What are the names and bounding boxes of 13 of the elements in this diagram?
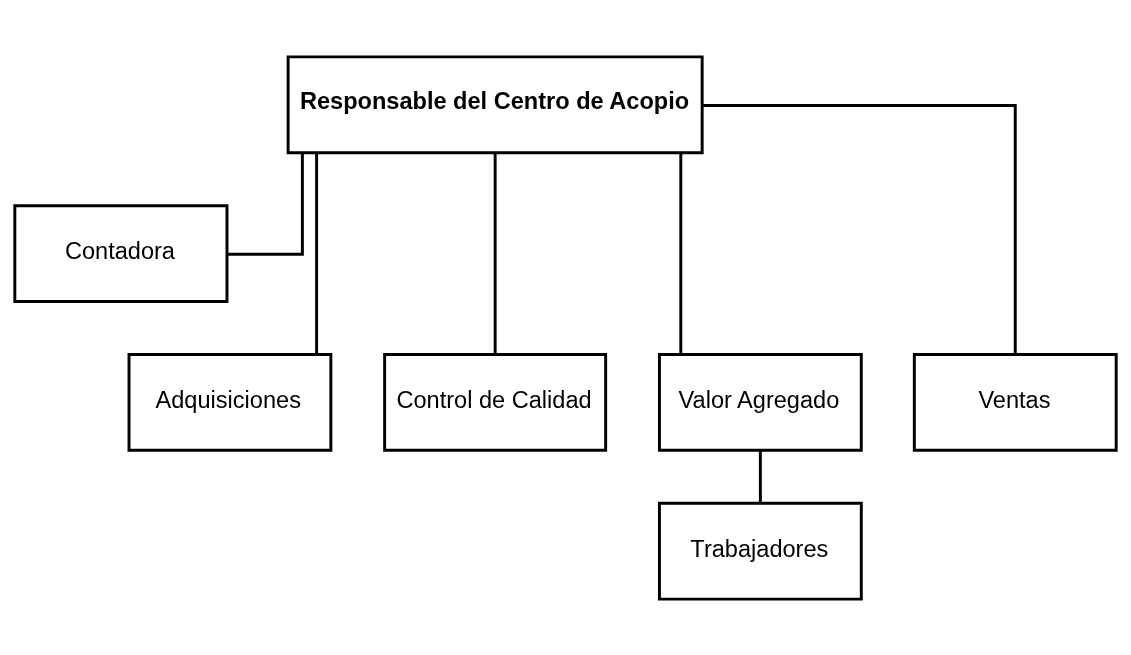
node-box: Control de Calidad xyxy=(383,352,608,452)
connector xyxy=(493,152,497,354)
node-box: Valor Agregado xyxy=(657,352,863,452)
connector xyxy=(315,152,319,354)
connector xyxy=(702,103,1017,354)
node-box: Ventas xyxy=(912,352,1118,452)
connector xyxy=(679,152,683,354)
connector xyxy=(758,449,762,503)
node-box: Adquisiciones xyxy=(127,352,333,452)
node-box: Contadora xyxy=(13,203,229,303)
node-box: Trabajadores xyxy=(657,501,863,601)
connector xyxy=(227,152,304,256)
node-box: Responsable del Centro de Acopio xyxy=(286,54,704,154)
